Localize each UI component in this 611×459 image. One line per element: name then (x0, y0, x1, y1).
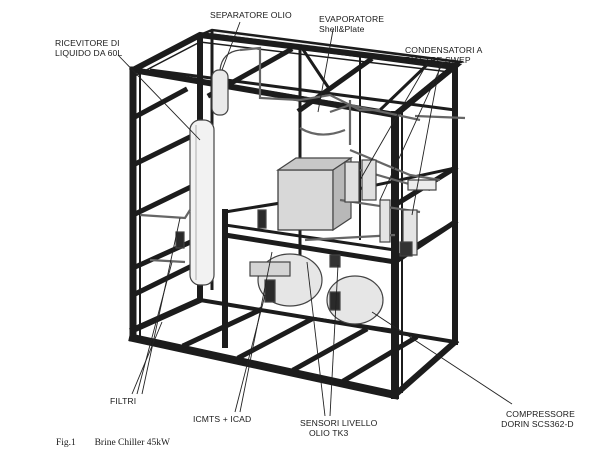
label-filtri: FILTRI (110, 396, 136, 406)
label-separatore-olio: SEPARATORE OLIO (210, 10, 292, 20)
evaporatore-subtitle: Shell&Plate (319, 24, 365, 34)
ricevitore-line2: LIQUIDO DA 60L (55, 48, 123, 58)
label-condensatori: CONDENSATORI A PIASTRE SWEP (405, 45, 482, 65)
compressore-line1: COMPRESSORE (506, 409, 575, 419)
label-evaporatore: EVAPORATORE Shell&Plate (319, 14, 384, 34)
label-sensori-livello: SENSORI LIVELLO OLIO TK3 (300, 418, 377, 438)
separatore-olio-text: SEPARATORE OLIO (210, 10, 292, 20)
condensatori-line2: PIASTRE SWEP (405, 55, 471, 65)
leader-lines (117, 21, 513, 417)
ricevitore-line1: RICEVITORE DI (55, 38, 120, 48)
compressore-line2: DORIN SCS362-D (501, 419, 574, 429)
liquid-receiver-tank (189, 119, 215, 286)
equipment (139, 46, 466, 325)
sensori-line2: OLIO TK3 (309, 428, 349, 438)
evaporatore-title: EVAPORATORE (319, 14, 385, 24)
label-compressore: COMPRESSORE DORIN SCS362-D (501, 409, 575, 429)
icmts-text: ICMTS + ICAD (193, 414, 252, 424)
label-ricevitore: RICEVITORE DI LIQUIDO DA 60L (55, 38, 122, 58)
figure-caption: Fig.1 Brine Chiller 45kW (56, 438, 170, 448)
figure-title: Brine Chiller 45kW (94, 438, 171, 448)
evaporator (276, 156, 353, 232)
figure-number: Fig.1 (56, 438, 76, 448)
oil-separator (211, 49, 241, 116)
filtri-text: FILTRI (110, 396, 137, 406)
label-icmts-icad: ICMTS + ICAD (193, 414, 251, 424)
sensori-line1: SENSORI LIVELLO (300, 418, 378, 428)
compressors (175, 209, 413, 325)
condensatori-line1: CONDENSATORI A (405, 45, 483, 55)
